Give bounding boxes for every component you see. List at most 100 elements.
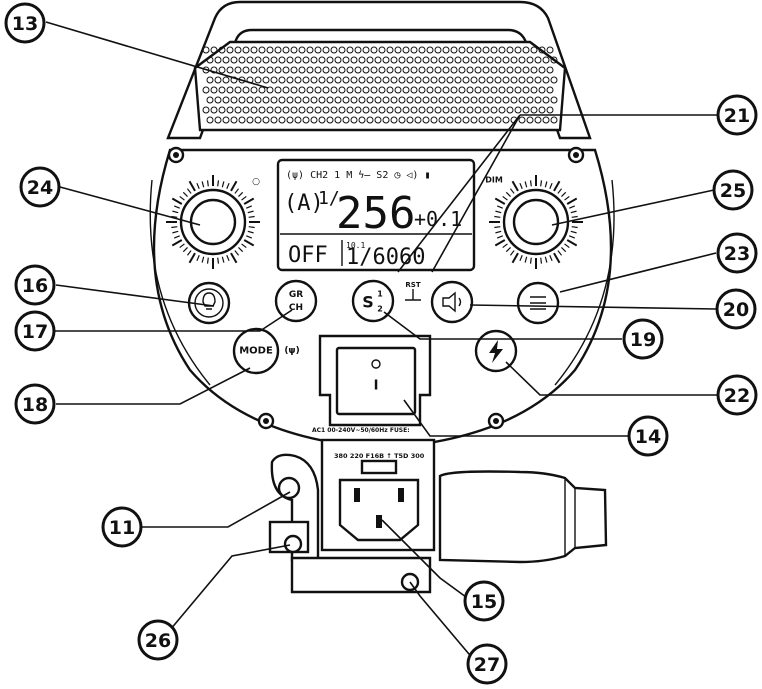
dial-tick <box>570 210 577 214</box>
fuse-holder[interactable] <box>360 459 398 475</box>
handle-assembly <box>166 0 592 140</box>
grille-hole <box>358 76 366 84</box>
carry-handle <box>166 0 592 140</box>
dial-tick <box>248 215 255 218</box>
grille-hole <box>446 76 454 84</box>
callout-27: 27 <box>466 643 508 685</box>
dial-tick <box>544 181 548 188</box>
grille-hole <box>266 86 274 94</box>
grille-hole <box>406 56 414 64</box>
dial-tick <box>549 182 553 189</box>
grille-hole <box>466 46 474 54</box>
callout-24: 24 <box>19 166 61 208</box>
grille-hole <box>482 86 490 94</box>
grille-hole <box>254 76 262 84</box>
dial-tick <box>186 188 192 194</box>
grille-hole <box>270 76 278 84</box>
grille-hole <box>238 56 246 64</box>
dial-tick <box>524 256 528 263</box>
svg-text:27: 27 <box>474 654 500 676</box>
dial-tick <box>226 255 230 262</box>
dial-tick <box>196 182 200 189</box>
grille-hole <box>310 76 318 84</box>
grille-hole <box>534 96 542 104</box>
lcd-display: (ψ) CH2 1 M ϟ̶ S2 ◷ ◁) ▮ (A) 1/ 256 +0.1… <box>276 158 476 272</box>
ac-power-socket[interactable] <box>338 478 420 542</box>
grille-hole <box>534 76 542 84</box>
grille-hole <box>366 56 374 64</box>
svg-text:13: 13 <box>12 13 38 35</box>
svg-text:14: 14 <box>635 426 661 448</box>
leader-21b <box>397 114 521 273</box>
grille-hole <box>446 56 454 64</box>
grille-hole <box>342 116 350 124</box>
dial-tick <box>241 195 247 201</box>
mode-button[interactable]: MODE (ψ) <box>232 327 300 375</box>
left-dial-scale <box>166 175 260 269</box>
grille-hole <box>298 106 306 114</box>
dial-tick <box>246 205 253 209</box>
dial-tick <box>179 243 185 249</box>
grille-hole <box>338 86 346 94</box>
dial-tick <box>496 205 503 209</box>
right-dial-label: DIM <box>485 176 503 185</box>
leader-20 <box>469 304 717 310</box>
grille-hole <box>318 96 326 104</box>
svg-text:25: 25 <box>720 180 746 202</box>
dial-tick <box>570 230 577 234</box>
grille-hole <box>482 66 490 74</box>
grille-hole <box>210 86 218 94</box>
dial-tick <box>511 252 519 264</box>
leader-19 <box>383 311 622 340</box>
right-dial[interactable]: DIM <box>485 175 583 269</box>
grille-hole <box>306 86 314 94</box>
grille-hole <box>498 106 506 114</box>
dial-tick <box>505 191 511 197</box>
grille-hole <box>378 106 386 114</box>
dial-tick <box>188 180 196 192</box>
grille-hole <box>326 56 334 64</box>
grille-hole <box>434 86 442 94</box>
grille-hole <box>294 96 302 104</box>
grille-hole <box>522 86 530 94</box>
grille-hole <box>390 96 398 104</box>
grille-hole <box>286 96 294 104</box>
sound-button[interactable] <box>430 280 474 324</box>
grille-hole <box>362 66 370 74</box>
grille-hole <box>514 46 522 54</box>
menu-button[interactable] <box>516 281 560 325</box>
power-switch[interactable] <box>335 346 417 416</box>
grille-hole <box>398 56 406 64</box>
dial-tick <box>509 250 515 256</box>
grille-hole <box>206 76 214 84</box>
left-dial-indicator: ○ <box>252 177 260 187</box>
grille-hole <box>358 116 366 124</box>
grille-hole <box>474 106 482 114</box>
grille-hole <box>486 96 494 104</box>
reset-indicator: RST <box>405 281 421 301</box>
grille-hole <box>474 86 482 94</box>
grille-hole <box>214 76 222 84</box>
left-dial[interactable]: ○ <box>166 175 260 269</box>
leader-lines <box>45 21 718 661</box>
s1-s2-button[interactable]: S 1 2 <box>351 279 395 323</box>
dial-tick <box>494 239 506 247</box>
callout-21: 21 <box>716 94 758 136</box>
dial-tick <box>496 235 503 239</box>
leader-11 <box>142 491 291 528</box>
grille-hole <box>258 66 266 74</box>
dial-tick <box>566 239 578 247</box>
test-flash-button[interactable] <box>474 329 518 373</box>
grille-hole <box>226 66 234 74</box>
grille-hole <box>282 86 290 94</box>
grille-hole <box>386 106 394 114</box>
dial-tick <box>171 239 183 247</box>
grille-hole <box>250 46 258 54</box>
grille-hole <box>414 116 422 124</box>
grille-hole <box>406 76 414 84</box>
grille-hole <box>446 116 454 124</box>
grille-hole <box>202 86 210 94</box>
dial-tick <box>196 255 200 262</box>
group-channel-button[interactable]: GR CH <box>274 279 318 323</box>
mode-label: MODE <box>239 346 273 357</box>
